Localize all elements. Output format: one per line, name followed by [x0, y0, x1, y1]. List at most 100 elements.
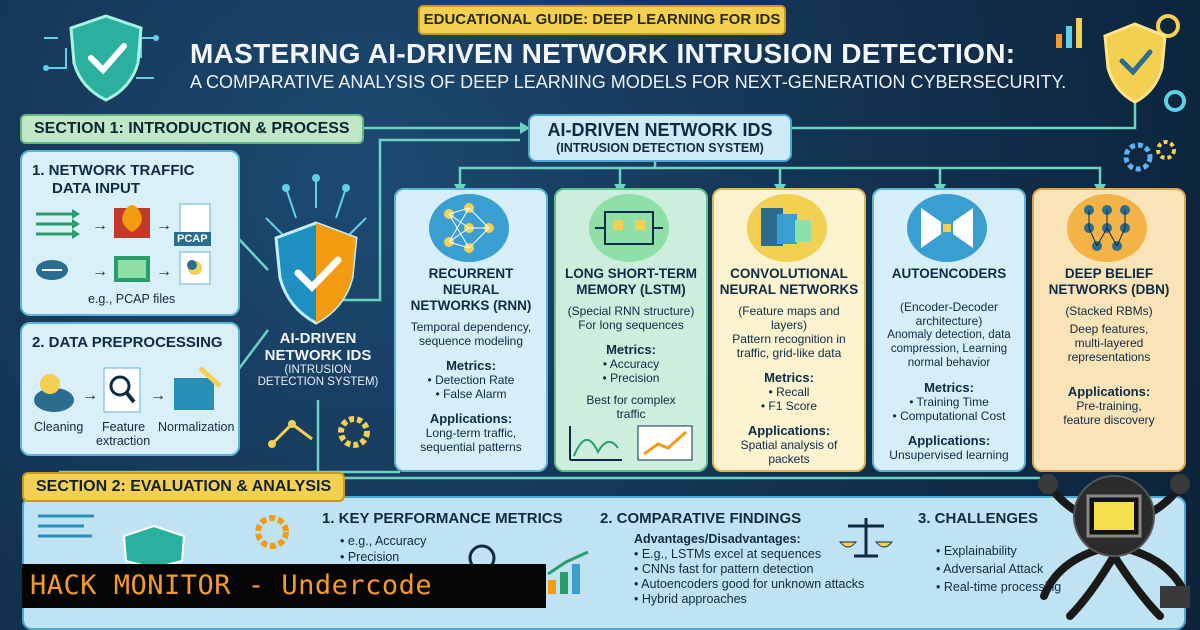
center-ids-label: AI-DRIVEN NETWORK IDS (INTRUSION DETECTI…	[250, 330, 386, 388]
rnn-app-2: sequential patterns	[420, 440, 522, 454]
guide-badge: EDUCATIONAL GUIDE: DEEP LEARNING FOR IDS	[418, 5, 786, 35]
memory-cell-icon	[589, 194, 669, 262]
preprocessing-title: 2. DATA PREPROCESSING	[32, 334, 223, 351]
cnn-name-1: CONVOLUTIONAL	[730, 266, 848, 281]
findings-item-3: • Autoencoders good for unknown attacks	[634, 577, 865, 591]
robot-octopus-logo	[1038, 474, 1190, 620]
rnn-apps-label: Applications:	[429, 411, 513, 426]
dbn-app-2: feature discovery	[1063, 413, 1155, 427]
step-feature-2: extraction	[96, 434, 151, 448]
ae-desc-3: Anomaly detection, data compression, Lea…	[887, 329, 1011, 369]
pcap-tag: PCAP	[174, 232, 211, 246]
center-ids-line3: (INTRUSION	[284, 364, 352, 376]
svg-text:→: →	[156, 217, 172, 234]
rnn-metric-2: • False Alarm	[435, 387, 507, 401]
ae-app-1: Unsupervised learning	[889, 448, 1009, 462]
cnn-desc-1: (Feature maps and layers)	[738, 304, 840, 332]
traffic-flow-icons: → → → →	[36, 203, 211, 285]
challenges-panel-title: 3. CHALLENGES	[918, 510, 1039, 527]
balance-scale-icon	[838, 518, 894, 558]
dbn-name-1: DEEP BELIEF	[1064, 266, 1154, 281]
cnn-app-1: Spatial analysis of	[740, 438, 838, 452]
dbn-app-1: Pre-training,	[1076, 399, 1142, 413]
traffic-title-2: DATA INPUT	[52, 180, 141, 197]
page-subtitle: A COMPARATIVE ANALYSIS OF DEEP LEARNING …	[190, 72, 1067, 92]
ae-desc-1: (Encoder-Decoder	[899, 300, 999, 314]
lstm-metric-1: • Accuracy	[602, 357, 660, 371]
rnn-desc-1: Temporal dependency,	[410, 320, 532, 334]
cnn-apps-label: Applications:	[747, 423, 831, 438]
section2-label: SECTION 2: EVALUATION & ANALYSIS	[22, 472, 346, 502]
ae-metrics-label: Metrics:	[924, 380, 974, 395]
dbn-name-2: NETWORKS (DBN)	[1048, 282, 1170, 297]
rnn-desc-2: sequence modeling	[418, 334, 524, 348]
lstm-name-2: MEMORY (LSTM)	[576, 282, 686, 297]
findings-head: Advantages/Disadvantages:	[634, 532, 801, 546]
findings-item-1: • E.g., LSTMs excel at sequences	[634, 547, 822, 561]
svg-text:→: →	[92, 217, 108, 234]
lstm-metric-2: • Precision	[602, 371, 660, 385]
findings-item-2: • CNNs fast for pattern detection	[634, 562, 814, 576]
evaluation-dashboard-icon	[38, 514, 289, 566]
model-card-dbn: DEEP BELIEF NETWORKS (DBN) (Stacked RBMs…	[1032, 188, 1186, 472]
cnn-desc-2: Pattern recognition in	[732, 332, 846, 346]
challenges-item-2: • Adversarial Attack	[936, 562, 1044, 576]
preprocessing-icons: → →	[34, 366, 222, 413]
ids-header-subtitle: (INTRUSION DETECTION SYSTEM)	[556, 141, 764, 155]
rnn-metrics-label: Metrics:	[446, 358, 496, 373]
metrics-item-2: • Precision	[340, 550, 400, 564]
rnn-name-1: RECURRENT NEURAL	[428, 266, 514, 297]
dbn-apps-label: Applications:	[1067, 384, 1151, 399]
hack-monitor-banner: HACK MONITOR - Undercode	[22, 564, 546, 608]
challenges-item-3: • Real-time processing	[936, 580, 1062, 594]
gears-icon	[1123, 140, 1176, 172]
dbn-desc-3: multi-layered representations	[1067, 336, 1151, 364]
lstm-app-1: Best for complex	[586, 393, 676, 407]
ids-header-title: AI-DRIVEN NETWORK IDS	[547, 120, 773, 140]
ae-metric-2: • Computational Cost	[892, 409, 1006, 423]
lstm-app-2: traffic	[616, 407, 646, 421]
traffic-example: e.g., PCAP files	[88, 292, 176, 306]
rnn-app-1: Long-term traffic,	[425, 426, 517, 440]
center-ids-line1: AI-DRIVEN	[279, 330, 357, 347]
growth-chart-icon	[547, 550, 589, 594]
shield-check-icon	[43, 14, 159, 102]
cnn-metric-2: • F1 Score	[760, 399, 818, 413]
dbn-desc-2: Deep features,	[1069, 322, 1149, 336]
network-gear-icon	[268, 416, 370, 448]
metrics-panel-title: 1. KEY PERFORMANCE METRICS	[322, 510, 563, 527]
cnn-name-2: NEURAL NETWORKS	[719, 282, 859, 297]
step-normalization: Normalization	[158, 420, 235, 434]
model-card-autoencoder: AUTOENCODERS (Encoder-Decoder architectu…	[872, 188, 1026, 472]
traffic-title-1: 1. NETWORK TRAFFIC	[32, 162, 195, 179]
lstm-desc-2: For long sequences	[578, 318, 684, 332]
rnn-metric-1: • Detection Rate	[427, 373, 515, 387]
metrics-item-1: • e.g., Accuracy	[340, 534, 427, 548]
neural-network-icon	[429, 194, 509, 262]
model-card-rnn: RECURRENT NEURAL NETWORKS (RNN) Temporal…	[394, 188, 548, 472]
cnn-metrics-label: Metrics:	[764, 370, 814, 385]
cnn-desc-3: traffic, grid-like data	[736, 346, 842, 360]
page-title: MASTERING AI-DRIVEN NETWORK INTRUSION DE…	[190, 38, 1016, 69]
dbn-desc-1: (Stacked RBMs)	[1065, 304, 1153, 318]
security-gear-icon	[1056, 14, 1186, 112]
svg-text:→: →	[82, 387, 98, 404]
stacked-network-icon	[1067, 194, 1147, 262]
preprocessing-box: 2. DATA PREPROCESSING → → Cleaning Featu…	[20, 322, 240, 456]
feature-map-icon	[747, 194, 827, 262]
ae-name-1: AUTOENCODERS	[891, 266, 1007, 281]
model-card-cnn: CONVOLUTIONAL NEURAL NETWORKS (Feature m…	[712, 188, 866, 472]
ids-shield-icon	[265, 174, 367, 325]
rnn-name-2: NETWORKS (RNN)	[410, 298, 532, 313]
svg-text:→: →	[150, 387, 166, 404]
encoder-decoder-icon	[907, 194, 987, 262]
ae-desc-2: architecture)	[915, 314, 983, 328]
step-cleaning: Cleaning	[34, 420, 84, 434]
ae-metric-1: • Training Time	[909, 395, 989, 409]
challenges-item-1: • Explainability	[936, 544, 1017, 558]
center-ids-line2: NETWORK IDS	[264, 347, 372, 364]
ae-apps-label: Applications:	[907, 433, 991, 448]
line-chart-icon	[569, 425, 693, 461]
lstm-name-1: LONG SHORT-TERM	[565, 266, 697, 281]
findings-panel-title: 2. COMPARATIVE FINDINGS	[600, 510, 802, 527]
